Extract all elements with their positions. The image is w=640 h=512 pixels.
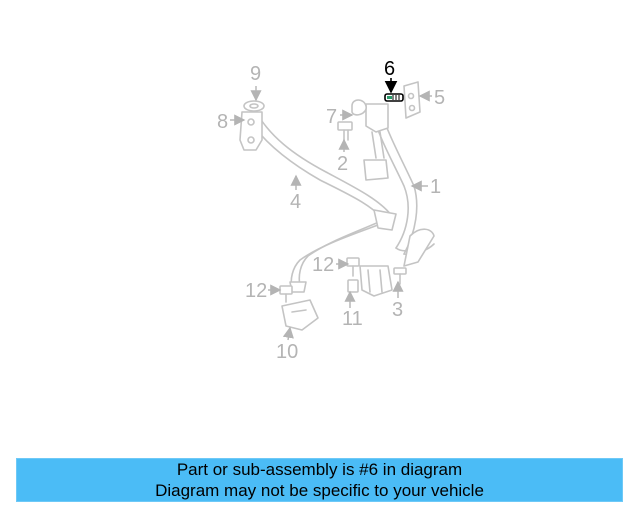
- buckle-mount-part-11: [347, 265, 393, 297]
- callout-11: 11: [342, 308, 363, 330]
- bolt-part-12-upper: [346, 257, 360, 277]
- bolt-part-6-highlighted: [384, 93, 404, 102]
- callout-3: 3: [392, 299, 403, 321]
- guide-loop-part-7: [351, 99, 367, 116]
- buckle-assembly: [403, 228, 435, 267]
- bolt-part-2: [337, 121, 353, 141]
- callout-9: 9: [250, 63, 261, 85]
- banner-line-part-number: Part or sub-assembly is #6 in diagram: [176, 460, 463, 479]
- bolt-part-12-lower: [279, 285, 293, 303]
- callout-5: 5: [434, 87, 445, 109]
- callout-12-upper: 12: [312, 254, 334, 276]
- parts-diagram: 9 8 7 2 4 1 5 6 3 12 11 12 10: [217, 58, 445, 363]
- callout-10: 10: [276, 341, 298, 363]
- info-banner: Part or sub-assembly is #6 in diagram Di…: [16, 458, 623, 502]
- callout-12-lower: 12: [245, 280, 267, 302]
- banner-line-disclaimer: Diagram may not be specific to your vehi…: [155, 481, 484, 500]
- callout-1: 1: [430, 176, 441, 198]
- bolt-part-3: [393, 267, 407, 285]
- lower-anchor-part-10: [281, 299, 319, 331]
- leader-10: [282, 326, 294, 341]
- washer-part-9: [243, 100, 265, 112]
- callout-6: 6: [384, 58, 395, 80]
- callout-7: 7: [326, 106, 337, 128]
- callout-4: 4: [290, 191, 301, 213]
- bracket-part-5: [403, 81, 421, 119]
- anchor-bracket-part-8: [239, 111, 263, 151]
- callout-8: 8: [217, 111, 228, 133]
- belt-webbing-part-4: [247, 111, 397, 293]
- callout-2: 2: [337, 153, 348, 175]
